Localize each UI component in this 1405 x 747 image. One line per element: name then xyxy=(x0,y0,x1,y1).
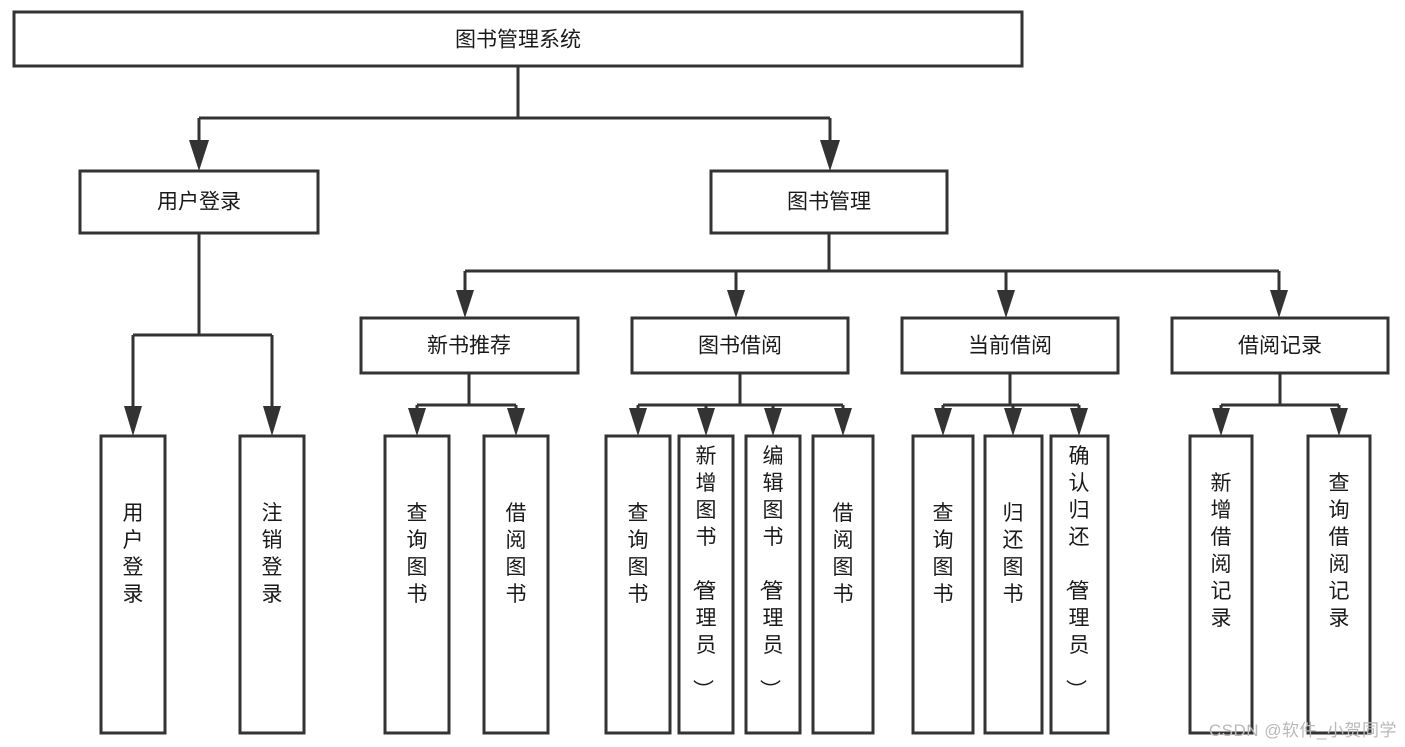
leaf-query-record-box[interactable] xyxy=(1306,434,1372,735)
leaf-borrow-book-1-box[interactable] xyxy=(482,434,550,735)
arrowhead-leaf-user-login xyxy=(124,406,142,436)
arrowhead-leaf-query-record xyxy=(1330,408,1348,436)
node-new-book-recommend[interactable]: 新书推荐 xyxy=(359,316,580,375)
leaf-confirm-return-box[interactable] xyxy=(1049,434,1110,735)
node-leaf-query-book-1[interactable]: 查询图书 xyxy=(383,434,451,735)
node-user-login[interactable]: 用户登录 xyxy=(78,169,320,235)
current-borrow-label: 当前借阅 xyxy=(968,335,1052,358)
node-leaf-edit-book[interactable]: 编辑图书（管理员） xyxy=(744,434,802,735)
leaf-user-logout-label: 注销登录 xyxy=(262,502,283,606)
root-label: 图书管理系统 xyxy=(455,29,581,52)
book-borrow-label: 图书借阅 xyxy=(698,335,782,358)
leaf-query-book-3-label: 查询图书 xyxy=(933,502,954,606)
leaf-query-book-2-label: 查询图书 xyxy=(628,502,649,606)
book-borrow-box[interactable] xyxy=(630,316,850,375)
leaf-add-book-label: 新增图书（管理员） xyxy=(691,445,717,700)
arrowhead-user-login xyxy=(189,140,209,171)
arrowhead-leaf-confirm-return xyxy=(1070,408,1088,436)
node-leaf-add-record[interactable]: 新增借阅记录 xyxy=(1188,434,1254,735)
leaf-return-book-box[interactable] xyxy=(983,434,1044,735)
leaf-query-book-1-box[interactable] xyxy=(383,434,451,735)
node-leaf-return-book[interactable]: 归还图书 xyxy=(983,434,1044,735)
node-leaf-user-login[interactable]: 用户登录 xyxy=(99,434,167,735)
node-leaf-borrow-book-1[interactable]: 借阅图书 xyxy=(482,434,550,735)
arrowhead-current-borrow xyxy=(997,290,1015,318)
arrowhead-new-book-recommend xyxy=(456,290,474,318)
leaf-query-record-label: 查询借阅记录 xyxy=(1329,472,1350,630)
arrowhead-book-manage xyxy=(820,140,840,171)
borrow-record-box[interactable] xyxy=(1170,316,1390,375)
user-login-box[interactable] xyxy=(78,169,320,235)
borrow-record-label: 借阅记录 xyxy=(1238,335,1322,358)
current-borrow-box[interactable] xyxy=(900,316,1120,375)
new-book-recommend-label: 新书推荐 xyxy=(427,335,511,358)
leaf-query-book-1-label: 查询图书 xyxy=(407,502,428,606)
arrowhead-leaf-edit-book xyxy=(764,408,782,436)
connector-group xyxy=(124,66,1348,436)
leaf-add-record-label: 新增借阅记录 xyxy=(1211,472,1232,630)
node-borrow-record[interactable]: 借阅记录 xyxy=(1170,316,1390,375)
book-manage-box[interactable] xyxy=(709,169,949,235)
leaf-return-book-label: 归还图书 xyxy=(1003,502,1024,606)
arrowhead-leaf-borrow-book-1 xyxy=(507,408,525,436)
leaf-edit-book-label: 编辑图书（管理员） xyxy=(758,445,784,700)
leaf-borrow-book-2-box[interactable] xyxy=(811,434,875,735)
root-box[interactable] xyxy=(12,10,1024,68)
arrowhead-borrow-record xyxy=(1270,290,1288,318)
node-leaf-borrow-book-2[interactable]: 借阅图书 xyxy=(811,434,875,735)
arrowhead-leaf-add-record xyxy=(1212,408,1230,436)
new-book-recommend-box[interactable] xyxy=(359,316,580,375)
leaf-borrow-book-2-label: 借阅图书 xyxy=(833,502,854,606)
node-leaf-add-book[interactable]: 新增图书（管理员） xyxy=(677,434,735,735)
arrowhead-leaf-return-book xyxy=(1004,408,1022,436)
leaf-user-login-box[interactable] xyxy=(99,434,167,735)
node-leaf-user-logout[interactable]: 注销登录 xyxy=(238,434,306,735)
arrowhead-leaf-user-logout xyxy=(263,406,281,436)
arrowhead-leaf-borrow-book-2 xyxy=(834,408,852,436)
leaf-borrow-book-1-label: 借阅图书 xyxy=(506,502,527,606)
node-leaf-query-book-3[interactable]: 查询图书 xyxy=(911,434,975,735)
node-leaf-confirm-return[interactable]: 确认归还（管理员） xyxy=(1049,434,1110,735)
node-book-borrow[interactable]: 图书借阅 xyxy=(630,316,850,375)
arrowhead-leaf-query-book-2 xyxy=(629,408,647,436)
arrowhead-book-borrow xyxy=(727,290,745,318)
leaf-user-logout-box[interactable] xyxy=(238,434,306,735)
arrowhead-leaf-query-book-3 xyxy=(934,408,952,436)
node-leaf-query-record[interactable]: 查询借阅记录 xyxy=(1306,434,1372,735)
arrowhead-leaf-add-book xyxy=(697,408,715,436)
user-login-label: 用户登录 xyxy=(157,191,241,214)
node-root[interactable]: 图书管理系统 xyxy=(12,10,1024,68)
leaf-user-login-label: 用户登录 xyxy=(123,502,144,606)
leaf-add-record-box[interactable] xyxy=(1188,434,1254,735)
node-leaf-query-book-2[interactable]: 查询图书 xyxy=(604,434,672,735)
leaf-add-book-box[interactable] xyxy=(677,434,735,735)
book-manage-label: 图书管理 xyxy=(787,191,871,214)
leaf-query-book-3-box[interactable] xyxy=(911,434,975,735)
arrowhead-leaf-query-book-1 xyxy=(408,408,426,436)
leaf-edit-book-box[interactable] xyxy=(744,434,802,735)
node-current-borrow[interactable]: 当前借阅 xyxy=(900,316,1120,375)
leaf-query-book-2-box[interactable] xyxy=(604,434,672,735)
node-book-manage[interactable]: 图书管理 xyxy=(709,169,949,235)
leaf-confirm-return-label: 确认归还（管理员） xyxy=(1064,445,1090,700)
